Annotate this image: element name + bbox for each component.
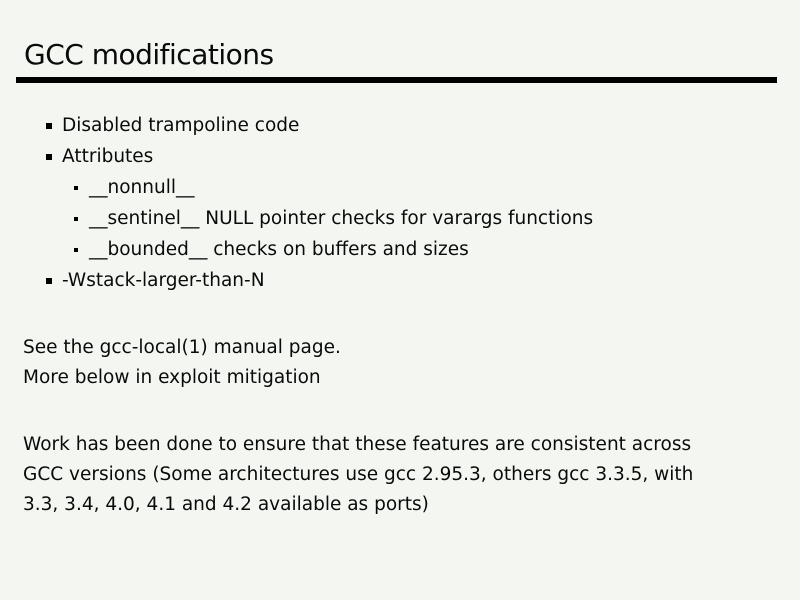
square-bullet-icon [46, 122, 52, 129]
bullet-item-label: Attributes [62, 146, 154, 167]
square-bullet-icon [74, 216, 78, 221]
paragraph-block: Work has been done to ensure that these … [23, 430, 693, 520]
bullet-item: __sentinel__ NULL pointer checks for var… [74, 203, 593, 234]
square-bullet-icon [46, 153, 52, 160]
bullet-item: Attributes [46, 141, 593, 172]
bullet-item-label: __bounded__ checks on buffers and sizes [89, 239, 469, 260]
paragraph-line: 3.3, 3.4, 4.0, 4.1 and 4.2 available as … [23, 494, 429, 515]
note-line: See the gcc-local(1) manual page. [23, 337, 341, 358]
bullet-item: __bounded__ checks on buffers and sizes [74, 234, 593, 265]
square-bullet-icon [74, 247, 78, 252]
bullet-item-label: __nonnull__ [89, 177, 195, 198]
bullet-item-label: __sentinel__ NULL pointer checks for var… [89, 208, 594, 229]
bullet-item-label: -Wstack-larger-than-N [62, 270, 265, 291]
paragraph-line: Work has been done to ensure that these … [23, 434, 692, 455]
note-line: More below in exploit mitigation [23, 367, 321, 388]
page-title: GCC modifications [24, 38, 274, 71]
bullet-item: -Wstack-larger-than-N [46, 265, 593, 296]
notes-block: See the gcc-local(1) manual page. More b… [23, 333, 341, 393]
bullet-list: Disabled trampoline code Attributes __no… [0, 110, 593, 296]
title-underline [16, 77, 777, 83]
square-bullet-icon [46, 277, 52, 284]
bullet-item-label: Disabled trampoline code [62, 115, 300, 136]
bullet-item: Disabled trampoline code [46, 110, 593, 141]
bullet-item: __nonnull__ [74, 172, 593, 203]
square-bullet-icon [74, 185, 78, 190]
paragraph-line: GCC versions (Some architectures use gcc… [23, 464, 694, 485]
